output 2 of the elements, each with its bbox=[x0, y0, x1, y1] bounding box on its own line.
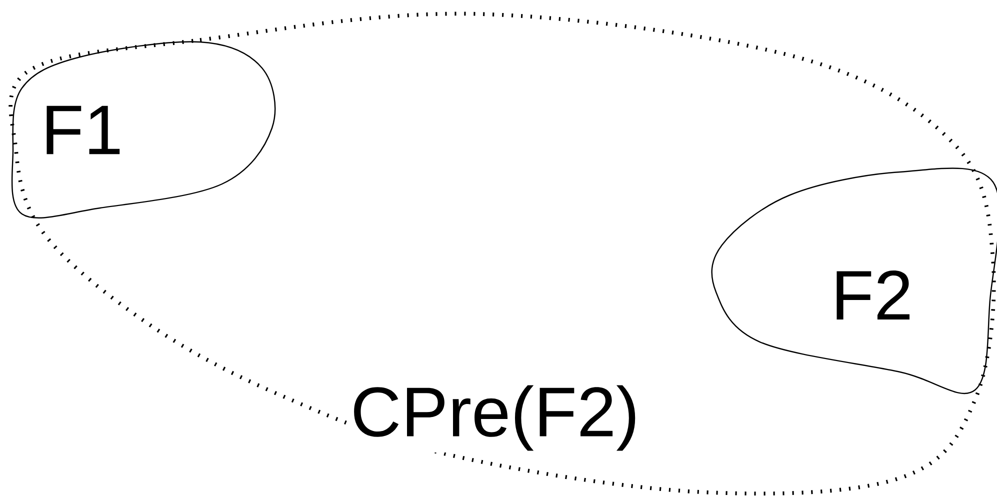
region-outline: F2 bbox=[711, 168, 997, 394]
region-outline: F1 bbox=[11, 41, 276, 218]
